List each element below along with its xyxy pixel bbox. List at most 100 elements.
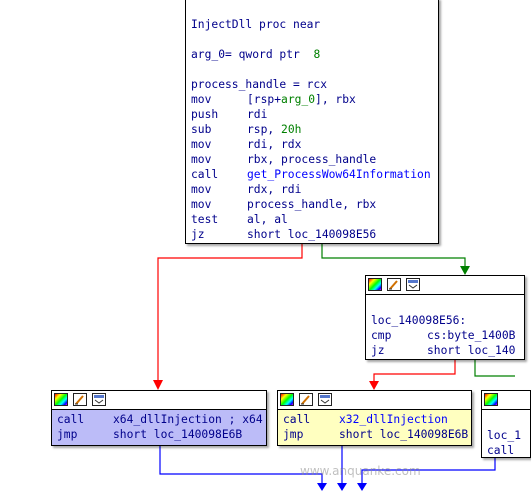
disasm-line[interactable] (191, 32, 433, 47)
node-color-icon[interactable] (280, 393, 294, 406)
code-text: call (487, 444, 515, 457)
edge-true-to-right (474, 360, 515, 377)
node-rename-icon[interactable] (73, 393, 87, 406)
operand: rsp, (247, 123, 282, 136)
node-group-icon[interactable] (92, 393, 106, 406)
disasm-line[interactable]: loc_1 (487, 428, 525, 443)
disasm-line[interactable]: mov rdx, rdi (191, 182, 433, 197)
edge-right-to-merge (361, 458, 496, 483)
node-color-icon[interactable] (484, 393, 498, 406)
code-label: loc_140098E56: (371, 314, 467, 327)
mnemonic: call (283, 413, 311, 426)
disasm-line[interactable]: call x32_dllInjection (283, 412, 466, 427)
operand: cs:byte_1400B (427, 329, 516, 342)
code-label: InjectDll proc near (191, 18, 321, 31)
disasm-line[interactable]: mov rdi, rdx (191, 137, 433, 152)
mnemonic: mov (191, 183, 212, 196)
disasm-line[interactable]: process_handle = rcx (191, 77, 433, 92)
node-group-icon[interactable] (406, 278, 420, 291)
arrowhead-merge-3 (357, 483, 367, 491)
operand: x64_dllInjection ; x64 (113, 413, 263, 426)
disasm-line[interactable]: call (487, 443, 525, 458)
operand-ref: x32_dllInjection (339, 413, 448, 426)
disasm-line[interactable]: jz short loc_140 (371, 343, 519, 358)
mnemonic: jmp (283, 428, 304, 441)
disasm-line[interactable]: call get_ProcessWow64Information (191, 167, 433, 182)
node-rename-icon[interactable] (299, 393, 313, 406)
edge-false-to-x32 (373, 360, 456, 381)
node-header (278, 391, 471, 410)
disasm-line[interactable]: InjectDll proc near (191, 17, 433, 32)
code-text: process_handle = rcx (191, 78, 328, 91)
mnemonic: mov (191, 138, 212, 151)
disasm-line[interactable]: push rdi (191, 107, 433, 122)
disasm-line[interactable] (191, 2, 433, 17)
node-header (482, 391, 530, 410)
operand: short loc_140 (427, 344, 516, 357)
operand: al, al (247, 213, 288, 226)
node-rename-icon[interactable] (387, 278, 401, 291)
operand: process_handle, rbx (247, 198, 377, 211)
operand: short loc_140098E6B (339, 428, 469, 441)
mnemonic: mov (191, 153, 212, 166)
mnemonic: jz (191, 228, 205, 241)
operand: [rsp+ (247, 93, 282, 106)
arrowhead-merge-2 (337, 483, 347, 491)
edge-true-to-loc (321, 244, 466, 266)
operand: rdi, rdx (247, 138, 302, 151)
arrowhead-true-loc (460, 266, 470, 275)
arrowhead-false-x64 (153, 380, 163, 390)
mnemonic: mov (191, 93, 212, 106)
mnemonic: push (191, 108, 219, 121)
disasm-line[interactable]: arg_0= qword ptr 8 (191, 47, 433, 62)
node-header (52, 391, 266, 410)
mnemonic: cmp (371, 329, 392, 342)
arrowhead-false-x32 (369, 381, 379, 390)
disasm-line[interactable] (487, 413, 525, 428)
disasm-line[interactable]: loc_140098E56: (371, 313, 519, 328)
edge-false-to-x64 (157, 244, 303, 380)
node-header (366, 276, 524, 295)
disasm-line[interactable] (191, 62, 433, 77)
watermark: www.anquanke.com (300, 464, 421, 478)
mnemonic: call (191, 168, 219, 181)
operand-ref: get_ProcessWow64Information (247, 168, 431, 181)
node-color-icon[interactable] (54, 393, 68, 406)
mnemonic: sub (191, 123, 212, 136)
node-group-icon[interactable] (318, 393, 332, 406)
disasm-line[interactable]: mov[rsp+arg_0], rbx (191, 92, 433, 107)
disasm-line[interactable]: jmp short loc_140098E6B (283, 427, 469, 442)
operand: rdi (247, 108, 268, 121)
operand: short loc_140098E6B (113, 428, 243, 441)
node-color-icon[interactable] (368, 278, 382, 291)
arg-value: 8 (313, 48, 321, 61)
operand: rbx, process_handle (247, 153, 377, 166)
operand: rdx, rdi (247, 183, 302, 196)
graph-node-injectdll[interactable]: InjectDll proc near arg_0= qword ptr 8 pro… (185, 0, 439, 244)
mnemonic: jz (371, 344, 385, 357)
disasm-line[interactable]: call x64_dllInjection ; x64 (57, 412, 263, 427)
disasm-line[interactable] (371, 298, 519, 313)
arg-type: = qword ptr (225, 48, 314, 61)
arg-name: arg_0 (191, 48, 226, 61)
mnemonic: test (191, 213, 219, 226)
disasm-line[interactable]: cmp cs:byte_1400B (371, 328, 519, 343)
mnemonic: mov (191, 198, 212, 211)
disasm-line[interactable]: test al, al (191, 212, 433, 227)
disasm-line[interactable]: mov process_handle, rbx (191, 197, 433, 212)
operand-tail: ], rbx (315, 93, 356, 106)
disasm-line[interactable]: mov rbx, process_handle (191, 152, 433, 167)
node-body: InjectDll proc near arg_0= qword ptr 8 pro… (186, 0, 438, 245)
mnemonic: call (57, 413, 85, 426)
